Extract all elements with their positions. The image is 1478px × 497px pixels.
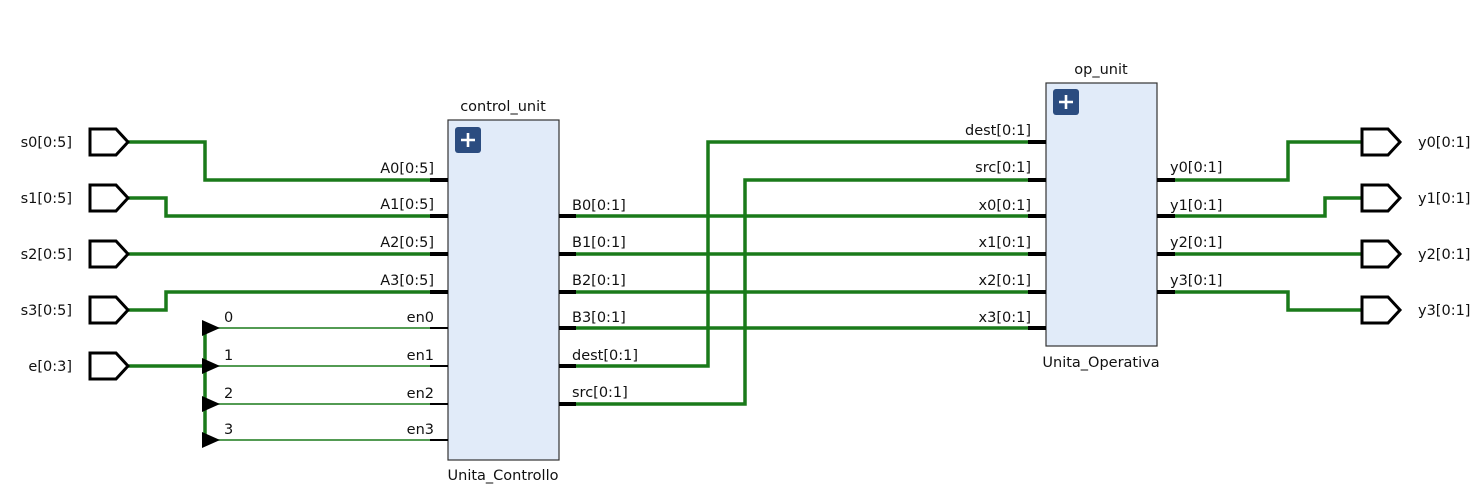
op-unit-block[interactable]: op_unit Unita_Operativa dest[0:1] src[0:… <box>965 62 1222 371</box>
output-port-icon <box>1360 183 1403 213</box>
control-unit-pin-out: B2[0:1] <box>572 273 626 289</box>
wire-y1 <box>1173 196 1364 218</box>
control-unit-pin-in: A1[0:5] <box>380 197 434 213</box>
op-unit-pin-in: dest[0:1] <box>965 123 1031 139</box>
control-unit-pin-out: src[0:1] <box>572 385 628 401</box>
control-unit-module-name: Unita_Controllo <box>448 468 559 484</box>
wire-dest <box>574 140 1030 368</box>
op-unit-instance-name: op_unit <box>1074 62 1128 78</box>
output-port-y0[interactable]: y0[0:1] <box>1360 127 1470 157</box>
wire-src <box>574 178 1030 406</box>
input-port-label: s0[0:5] <box>21 135 72 151</box>
output-port-y2[interactable]: y2[0:1] <box>1360 239 1470 269</box>
control-unit-pin-out: B3[0:1] <box>572 310 626 326</box>
control-unit-pin-in: en0 <box>407 310 434 326</box>
input-ports: s0[0:5] s1[0:5] s2[0:5] s3[0:5] e[0:3] <box>21 127 131 381</box>
control-unit-pin-in: A3[0:5] <box>380 273 434 289</box>
output-port-label: y0[0:1] <box>1418 135 1470 151</box>
bus-tap-label: 3 <box>224 422 233 438</box>
control-unit-pin-in: en1 <box>407 348 434 364</box>
output-port-y3[interactable]: y3[0:1] <box>1360 295 1470 325</box>
wires-inputs <box>126 140 432 442</box>
input-port-label: s1[0:5] <box>21 191 72 207</box>
op-unit-module-name: Unita_Operativa <box>1042 355 1159 371</box>
control-unit-pin-in: en3 <box>407 422 434 438</box>
control-unit-pin-out: B0[0:1] <box>572 198 626 214</box>
op-unit-pin-out: y1[0:1] <box>1170 198 1222 214</box>
bus-tap-label: 0 <box>224 310 233 326</box>
ripper-0-icon <box>202 320 220 336</box>
control-unit-pin-in: en2 <box>407 386 434 402</box>
input-port-icon <box>88 295 131 325</box>
op-unit-pin-in: x2[0:1] <box>979 273 1031 289</box>
control-unit-block[interactable]: control_unit Unita_Controllo A0[0:5] A1[… <box>380 99 638 484</box>
output-port-label: y2[0:1] <box>1418 247 1470 263</box>
control-unit-pin-out: B1[0:1] <box>572 235 626 251</box>
output-port-label: y3[0:1] <box>1418 303 1470 319</box>
wires-internal <box>574 140 1030 406</box>
input-port-s1[interactable]: s1[0:5] <box>21 183 131 213</box>
op-unit-pin-out: y2[0:1] <box>1170 235 1222 251</box>
output-port-icon <box>1360 239 1403 269</box>
plus-icon <box>461 133 475 147</box>
wire-y3 <box>1173 290 1364 312</box>
output-ports: y0[0:1] y1[0:1] y2[0:1] y3[0:1] <box>1360 127 1470 325</box>
output-port-y1[interactable]: y1[0:1] <box>1360 183 1470 213</box>
ripper-1-icon <box>202 358 220 374</box>
op-unit-pin-in: x0[0:1] <box>979 198 1031 214</box>
input-port-icon <box>88 351 131 381</box>
input-port-label: s2[0:5] <box>21 247 72 263</box>
pin-stub <box>430 327 448 441</box>
op-unit-body[interactable] <box>1045 82 1158 347</box>
input-port-s3[interactable]: s3[0:5] <box>21 295 131 325</box>
pin-stub <box>1028 140 1046 330</box>
plus-icon <box>1059 95 1073 109</box>
output-port-icon <box>1360 127 1403 157</box>
input-port-icon <box>88 183 131 213</box>
wire-s3-a3 <box>126 290 432 312</box>
ripper-3-icon <box>202 432 220 448</box>
pin-stub <box>430 178 448 294</box>
input-port-s2[interactable]: s2[0:5] <box>21 239 131 269</box>
input-port-icon <box>88 127 131 157</box>
op-unit-pin-in: src[0:1] <box>975 160 1031 176</box>
control-unit-pin-out: dest[0:1] <box>572 348 638 364</box>
control-unit-body[interactable] <box>447 119 560 461</box>
bus-rippers: 0 1 2 3 <box>202 310 233 448</box>
ripper-2-icon <box>202 396 220 412</box>
control-unit-pin-in: A2[0:5] <box>380 235 434 251</box>
output-port-icon <box>1360 295 1403 325</box>
bus-tap-label: 1 <box>224 348 233 364</box>
op-unit-pin-out: y3[0:1] <box>1170 273 1222 289</box>
pin-stub <box>1157 178 1175 294</box>
control-unit-expand-button[interactable] <box>455 127 481 153</box>
input-port-icon <box>88 239 131 269</box>
output-port-label: y1[0:1] <box>1418 191 1470 207</box>
control-unit-instance-name: control_unit <box>460 99 546 115</box>
control-unit-pin-in: A0[0:5] <box>380 161 434 177</box>
input-port-e[interactable]: e[0:3] <box>28 351 131 381</box>
pin-stub <box>559 214 576 406</box>
op-unit-pin-in: x1[0:1] <box>979 235 1031 251</box>
wires-outputs <box>1173 140 1364 312</box>
input-port-label: e[0:3] <box>28 359 72 375</box>
wire-s1-a1 <box>126 196 432 218</box>
op-unit-pin-in: x3[0:1] <box>979 310 1031 326</box>
input-port-s0[interactable]: s0[0:5] <box>21 127 131 157</box>
op-unit-expand-button[interactable] <box>1053 89 1079 115</box>
op-unit-pin-out: y0[0:1] <box>1170 160 1222 176</box>
bus-tap-label: 2 <box>224 386 233 402</box>
wire-y0 <box>1173 140 1364 182</box>
input-port-label: s3[0:5] <box>21 303 72 319</box>
wire-s0-a0 <box>126 140 432 182</box>
